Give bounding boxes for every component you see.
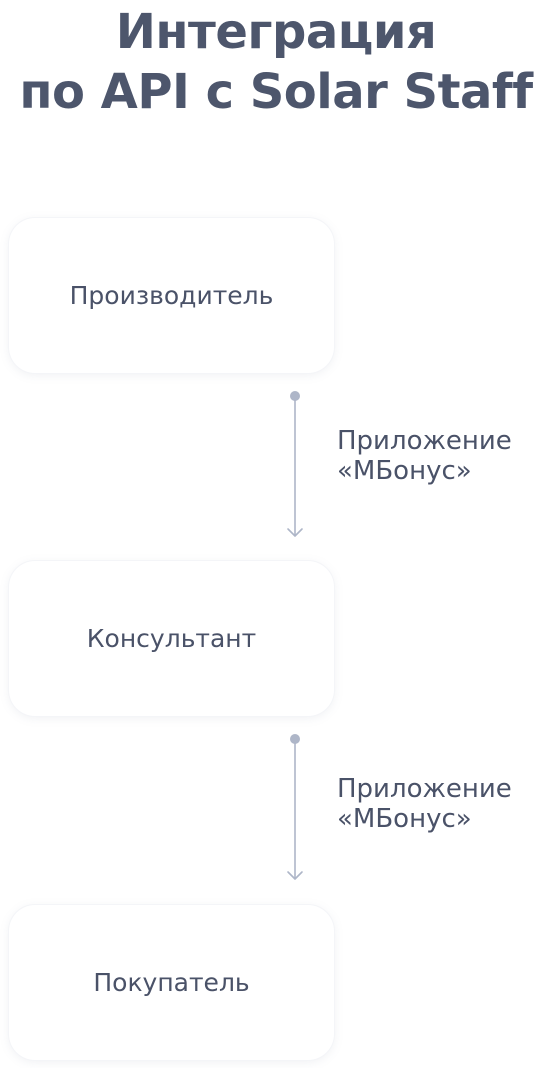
arrow-down-icon — [287, 734, 303, 880]
connector-arrow — [286, 733, 304, 883]
edge-label-line-2: «МБонус» — [337, 804, 472, 834]
node-buyer: Покупатель — [9, 905, 334, 1060]
node-consultant: Консультант — [9, 561, 334, 716]
title-line-2: по API с Solar Staff — [19, 64, 533, 120]
node-label: Консультант — [86, 624, 257, 653]
edge-label-line-1: Приложение — [337, 774, 512, 804]
node-label: Производитель — [69, 281, 274, 310]
edge-label: Приложение «МБонус» — [337, 426, 547, 486]
arrow-down-icon — [287, 391, 303, 537]
page-title: Интеграция по API с Solar Staff — [0, 2, 552, 122]
edge-label: Приложение «МБонус» — [337, 774, 547, 834]
node-label: Покупатель — [93, 968, 250, 997]
edge-label-line-2: «МБонус» — [337, 456, 472, 486]
edge-label-line-1: Приложение — [337, 426, 512, 456]
node-producer: Производитель — [9, 218, 334, 373]
connector-arrow — [286, 390, 304, 540]
title-line-1: Интеграция — [115, 4, 437, 60]
